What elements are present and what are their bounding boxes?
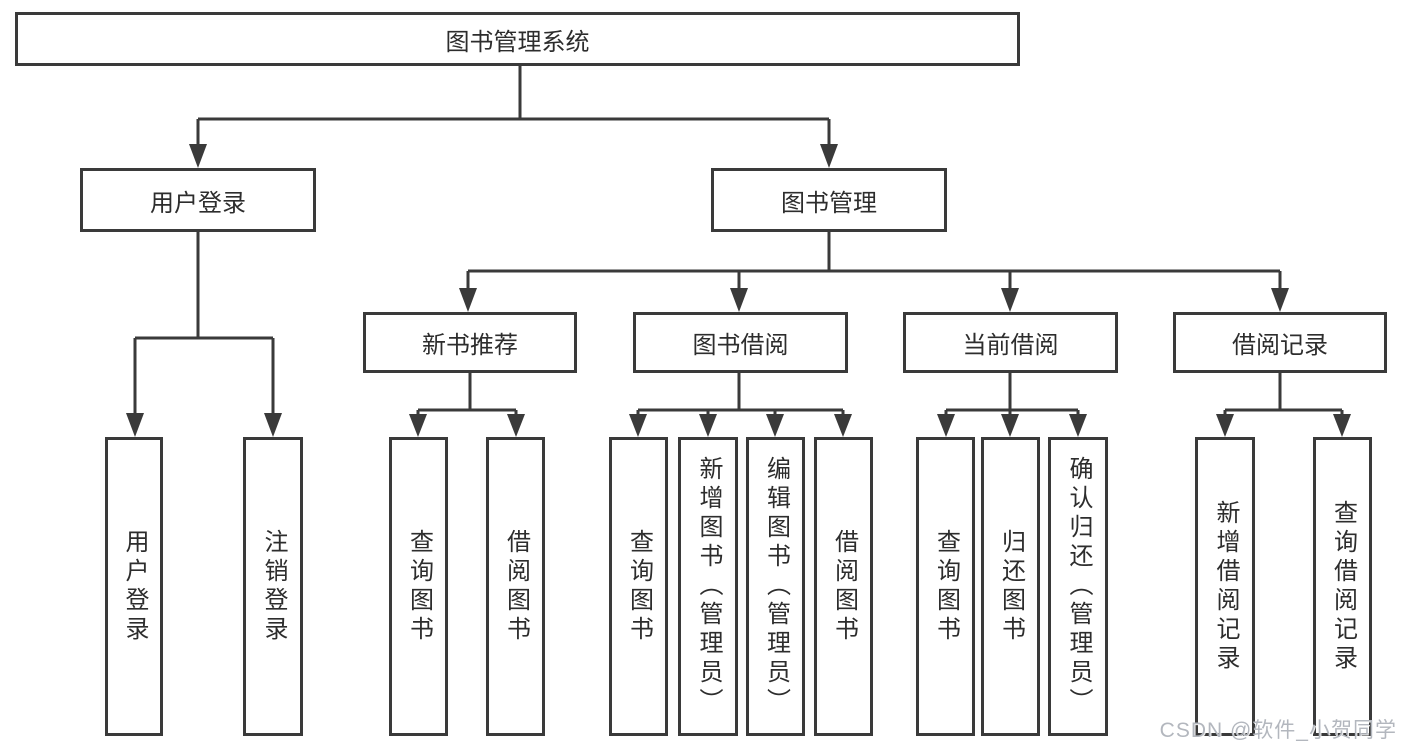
arrowhead-icon <box>1069 414 1087 437</box>
leaf-record-query-label: 查询借阅记录 <box>1329 499 1357 674</box>
edge-newbookrec-to-children <box>416 373 518 416</box>
leaf-borrow-edit-admin-label: 编辑图书（管理员） <box>762 456 790 717</box>
leaf-borrow-query: 查询图书 <box>609 437 668 736</box>
arrowhead-icon <box>699 414 717 437</box>
leaf-newbook-borrow-label: 借阅图书 <box>502 528 530 645</box>
arrowhead-icon <box>820 144 838 168</box>
csdn-watermark: CSDN @软件_小贺同学 <box>1159 719 1397 742</box>
node-book-mgmt-label: 图书管理 <box>781 189 877 217</box>
arrowhead-icon <box>1271 288 1289 312</box>
leaf-borrow-add-admin-label: 新增图书（管理员） <box>695 456 722 717</box>
arrowhead-icon <box>189 144 207 168</box>
leaf-borrow-query-label: 查询图书 <box>625 528 653 645</box>
arrowhead-icon <box>629 414 647 437</box>
arrowhead-icon <box>507 414 525 437</box>
node-current-borrow-label: 当前借阅 <box>962 332 1059 359</box>
arrowhead-icon <box>730 288 748 312</box>
leaf-record-add-label: 新增借阅记录 <box>1212 499 1239 674</box>
leaf-record-add: 新增借阅记录 <box>1195 437 1255 736</box>
arrowhead-icon <box>264 413 282 437</box>
leaf-current-confirm-admin: 确认归还（管理员） <box>1048 437 1108 736</box>
leaf-logout: 注销登录 <box>243 437 303 736</box>
leaf-user-login: 用户登录 <box>105 437 163 736</box>
arrowhead-icon <box>1333 414 1351 437</box>
edge-userlogin-to-children <box>133 232 275 415</box>
node-root: 图书管理系统 <box>15 12 1020 66</box>
leaf-current-query-label: 查询图书 <box>932 528 960 645</box>
arrowhead-icon <box>834 414 852 437</box>
node-borrow-records-label: 借阅记录 <box>1232 332 1328 359</box>
leaf-borrow-add-admin: 新增图书（管理员） <box>678 437 738 736</box>
leaf-borrow-borrow: 借阅图书 <box>814 437 873 736</box>
leaf-borrow-edit-admin: 编辑图书（管理员） <box>746 437 805 736</box>
leaf-current-return: 归还图书 <box>981 437 1040 736</box>
node-book-borrow: 图书借阅 <box>633 312 848 373</box>
leaf-newbook-query-label: 查询图书 <box>405 528 433 645</box>
edge-bookborrow-to-children <box>636 373 845 416</box>
edge-currentborrow-to-children <box>944 373 1080 416</box>
leaf-record-query: 查询借阅记录 <box>1313 437 1372 736</box>
node-user-login-group: 用户登录 <box>80 168 316 232</box>
leaf-current-confirm-admin-label: 确认归还（管理员） <box>1065 456 1092 717</box>
leaf-logout-label: 注销登录 <box>260 528 287 645</box>
arrowhead-icon <box>459 288 477 312</box>
node-current-borrow: 当前借阅 <box>903 312 1118 373</box>
arrowhead-icon <box>1001 414 1019 437</box>
arrowhead-icon <box>409 414 427 437</box>
leaf-newbook-borrow: 借阅图书 <box>486 437 545 736</box>
leaf-current-return-label: 归还图书 <box>997 528 1025 645</box>
node-book-mgmt: 图书管理 <box>711 168 947 232</box>
leaf-borrow-borrow-label: 借阅图书 <box>830 528 858 645</box>
leaf-user-login-label: 用户登录 <box>121 528 148 645</box>
node-root-label: 图书管理系统 <box>445 28 590 56</box>
edge-borrowrecords-to-children <box>1223 373 1344 416</box>
leaf-newbook-query: 查询图书 <box>389 437 448 736</box>
arrowhead-icon <box>126 413 144 437</box>
arrowhead-icon <box>1216 414 1234 437</box>
node-new-book-rec: 新书推荐 <box>363 312 577 373</box>
edge-bookmgmt-to-level3 <box>466 232 1282 290</box>
node-user-login-group-label: 用户登录 <box>150 189 246 217</box>
arrowhead-icon <box>1001 288 1019 312</box>
node-book-borrow-label: 图书借阅 <box>692 332 789 359</box>
node-new-book-rec-label: 新书推荐 <box>422 332 518 359</box>
arrowhead-icon <box>766 414 784 437</box>
leaf-current-query: 查询图书 <box>916 437 975 736</box>
node-borrow-records: 借阅记录 <box>1173 312 1387 373</box>
edge-root-to-level2 <box>196 66 831 146</box>
arrowhead-icon <box>937 414 955 437</box>
